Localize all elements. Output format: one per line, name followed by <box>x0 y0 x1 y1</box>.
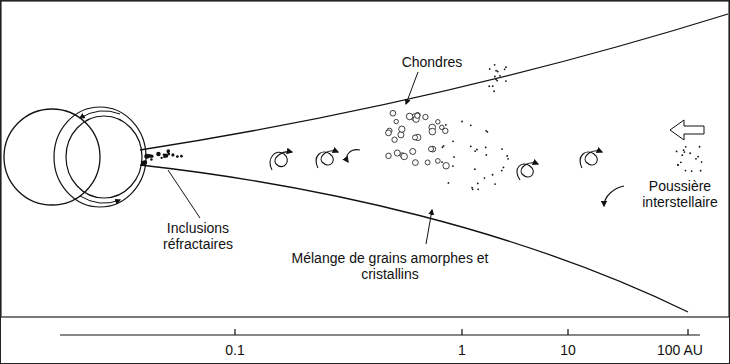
ring-outer <box>54 107 146 207</box>
axis-ticks <box>235 329 688 335</box>
infall-arrow <box>670 120 704 140</box>
disk-upper-surface <box>140 14 728 150</box>
frame <box>1 1 729 317</box>
axis-label: 1 <box>442 342 482 358</box>
region-label: Poussière interstellaire <box>634 178 726 210</box>
region-label: Chondres <box>392 54 472 70</box>
ring-inner <box>66 116 142 198</box>
leader-line <box>406 72 418 104</box>
axis-label: 10 <box>548 342 588 358</box>
region-label: Inclusions réfractaires <box>150 220 246 252</box>
disk-lower-surface <box>140 165 688 312</box>
axis-label: 100 AU <box>645 342 715 358</box>
sun <box>4 109 100 205</box>
grain-dots <box>141 64 702 190</box>
ring-arrow <box>80 196 120 203</box>
leader-line <box>426 210 432 244</box>
ring-arrow <box>80 111 120 118</box>
turbulence-swirls <box>270 150 624 206</box>
region-label: Mélange de grains amorphes et cristallin… <box>290 250 490 282</box>
leader-line <box>168 170 200 218</box>
distance-axis <box>60 334 700 335</box>
axis-label: 0.1 <box>215 342 255 358</box>
